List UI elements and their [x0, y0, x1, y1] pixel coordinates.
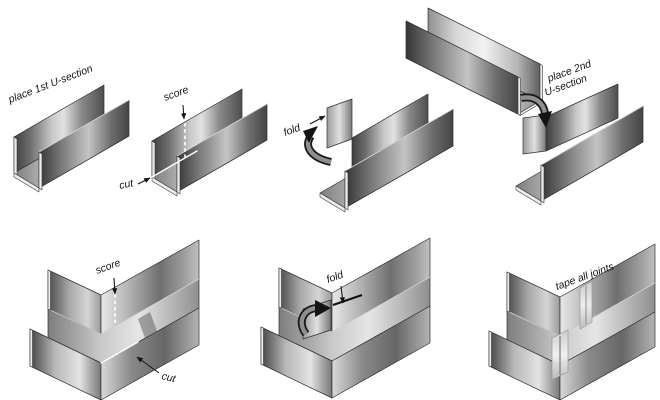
edge-highlight — [331, 276, 431, 333]
wall-end-cap — [151, 140, 156, 180]
arrow-down-icon — [112, 277, 118, 295]
wall-end-cap — [47, 269, 51, 311]
edge-highlight — [47, 308, 102, 335]
floor-end-cap — [13, 172, 40, 193]
folded-flap — [326, 98, 353, 149]
wall-end-cap — [540, 164, 545, 204]
step-fold-corner: fold — [260, 237, 431, 399]
edge-highlight — [100, 278, 200, 335]
curved-fold-arrowhead — [315, 300, 331, 317]
wall-end-cap — [539, 63, 543, 103]
corner-right-near-wall — [100, 307, 200, 400]
floor-end-cap — [319, 192, 346, 213]
label-fold: fold — [282, 121, 303, 138]
arrow-up-left-icon — [136, 356, 160, 374]
cut-line — [151, 150, 198, 178]
label-fold: fold — [325, 268, 346, 285]
label-score: score — [162, 84, 190, 104]
cut-edge-line — [332, 293, 363, 307]
corner-right-near-wall — [559, 311, 656, 400]
cut-line — [100, 341, 139, 364]
arrow-up-right-icon — [137, 177, 151, 185]
curved-place-arrowhead — [538, 111, 552, 128]
wall-end-cap — [38, 151, 43, 191]
wall-end-cap — [13, 136, 18, 176]
folded-flap — [522, 114, 547, 155]
edge-highlight — [38, 99, 130, 153]
wall-end-cap — [506, 271, 510, 313]
label-cut: cut — [160, 370, 178, 385]
wall-end-cap — [176, 155, 181, 195]
wall-end-cap — [517, 76, 521, 116]
step-score-cut-channel: score cut — [118, 84, 268, 197]
arrow-down-icon — [180, 104, 187, 120]
floor-end-cap — [515, 185, 542, 206]
edge-highlight — [506, 310, 561, 337]
curved-place-arrow-body — [520, 95, 548, 115]
wall-end-cap — [488, 330, 492, 368]
curved-fold-arrow-body — [299, 305, 318, 336]
edge-highlight — [540, 105, 644, 166]
arrow-up-right-icon — [309, 115, 326, 125]
edge-highlight — [176, 103, 268, 157]
cut-shadow — [138, 312, 157, 338]
floor-end-cap — [151, 176, 178, 197]
wall-end-cap — [344, 170, 349, 211]
step-score-cut-corner: score cut — [29, 239, 200, 400]
wall-end-cap — [260, 326, 264, 366]
label-cut: cut — [118, 177, 135, 192]
step-place-1st-u-section: place 1st U-section — [6, 63, 130, 193]
curved-fold-arrowhead — [303, 126, 318, 143]
wall-end-cap — [29, 328, 33, 368]
step-fold-channel: fold — [282, 93, 454, 213]
label-score: score — [94, 257, 122, 277]
wall-end-cap — [278, 267, 282, 309]
edge-highlight — [559, 282, 656, 337]
arrow-down-icon — [339, 285, 345, 304]
step-place-2nd-u-section: place 2nd U-section — [405, 7, 644, 206]
corner-right-near-wall — [331, 305, 431, 399]
step-tape-all-joints: tape all joints — [488, 243, 656, 400]
edge-highlight — [344, 108, 454, 172]
